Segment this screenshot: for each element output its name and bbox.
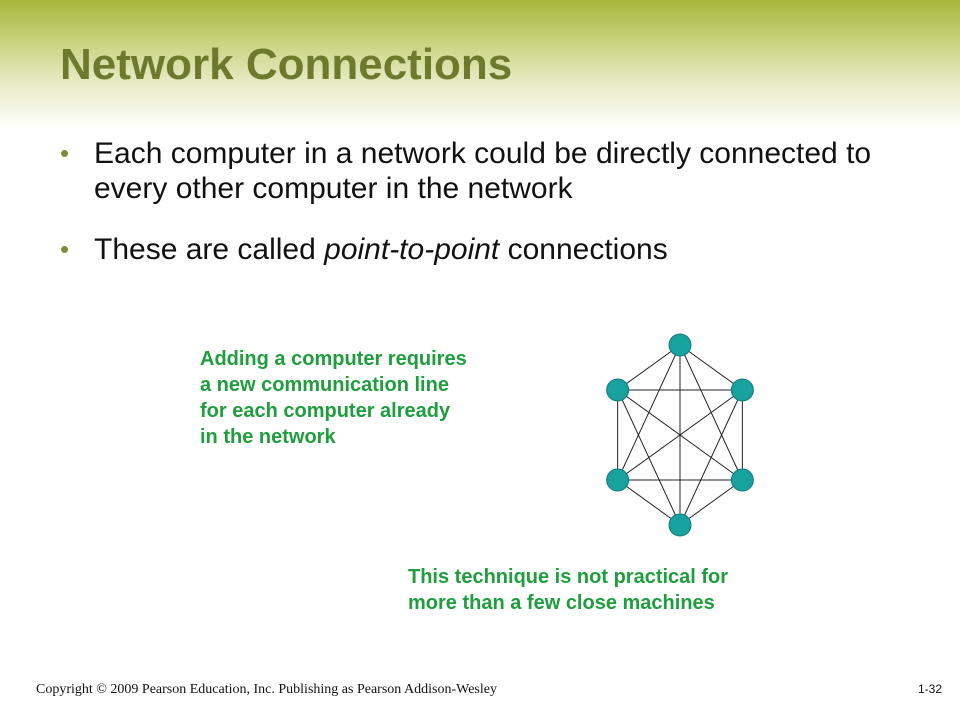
connection-line — [617, 479, 681, 526]
bullet-list: • Each computer in a network could be di… — [60, 136, 920, 267]
note-adding-computer: Adding a computer requires a new communi… — [200, 348, 467, 448]
bullet-marker: • — [60, 234, 70, 264]
computer-node-4 — [668, 513, 692, 537]
connection-line — [617, 344, 681, 391]
bullet-text: Each computer in a network could be dire… — [94, 137, 872, 205]
bullet-item-2: • These are called point-to-point connec… — [60, 232, 920, 267]
computer-node-5 — [606, 468, 630, 492]
emphasis-point-to-point: point-to-point — [324, 233, 500, 266]
computer-node-3 — [730, 468, 754, 492]
computer-node-2 — [730, 378, 754, 402]
computer-node-6 — [606, 378, 630, 402]
connection-line — [679, 344, 743, 391]
network-diagram — [606, 333, 754, 537]
slide-title: Network Connections — [60, 40, 513, 89]
connection-line — [617, 389, 681, 526]
note-not-practical: This technique is not practical for more… — [408, 566, 729, 614]
connection-line — [617, 389, 743, 481]
bullet-item-1: • Each computer in a network could be di… — [60, 136, 920, 206]
connection-line — [679, 479, 743, 526]
title-band — [0, 0, 960, 130]
copyright-footer: Copyright © 2009 Pearson Education, Inc.… — [36, 682, 497, 697]
computer-node-1 — [668, 333, 692, 357]
bullet-marker: • — [60, 138, 70, 168]
slide-number: 1-32 — [917, 682, 942, 696]
bullet-text: These are called point-to-point connecti… — [94, 233, 668, 266]
